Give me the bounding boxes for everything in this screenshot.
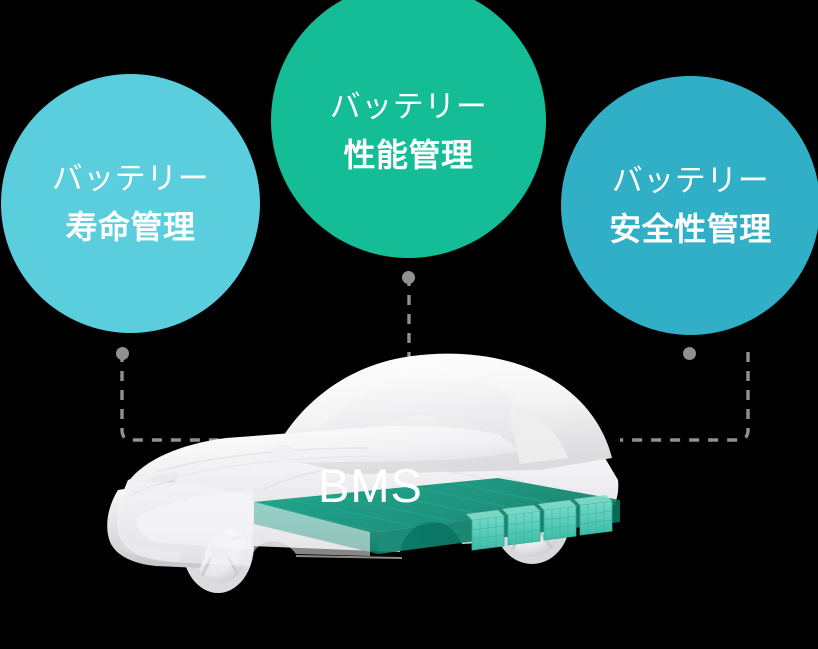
bubble-battery-life-management[interactable]: バッテリー 寿命管理: [1, 74, 260, 333]
bubble-battery-performance-management[interactable]: バッテリー 性能管理: [271, 0, 546, 258]
connector-dot-left: [116, 347, 129, 360]
bms-label: BMS: [318, 459, 423, 512]
electric-car-illustration: [100, 340, 640, 610]
car-hood: [128, 426, 520, 482]
side-window: [510, 402, 568, 464]
connector-dot-right: [683, 347, 696, 360]
battery-cells: [466, 495, 613, 551]
connector-left: [120, 352, 250, 442]
bubble-life-line2: 寿命管理: [65, 208, 196, 245]
bubble-battery-safety-management[interactable]: バッテリー 安全性管理: [561, 76, 818, 335]
bubble-safety-line2: 安全性管理: [609, 210, 772, 247]
connector-right: [620, 352, 750, 442]
side-mirror: [270, 444, 294, 464]
bubble-life-line1: バッテリー: [51, 160, 210, 196]
connector-dot-center: [402, 271, 415, 284]
bubble-safety-line1: バッテリー: [611, 162, 770, 198]
bubble-perf-line2: 性能管理: [343, 136, 474, 173]
bubble-perf-line1: バッテリー: [329, 88, 488, 124]
